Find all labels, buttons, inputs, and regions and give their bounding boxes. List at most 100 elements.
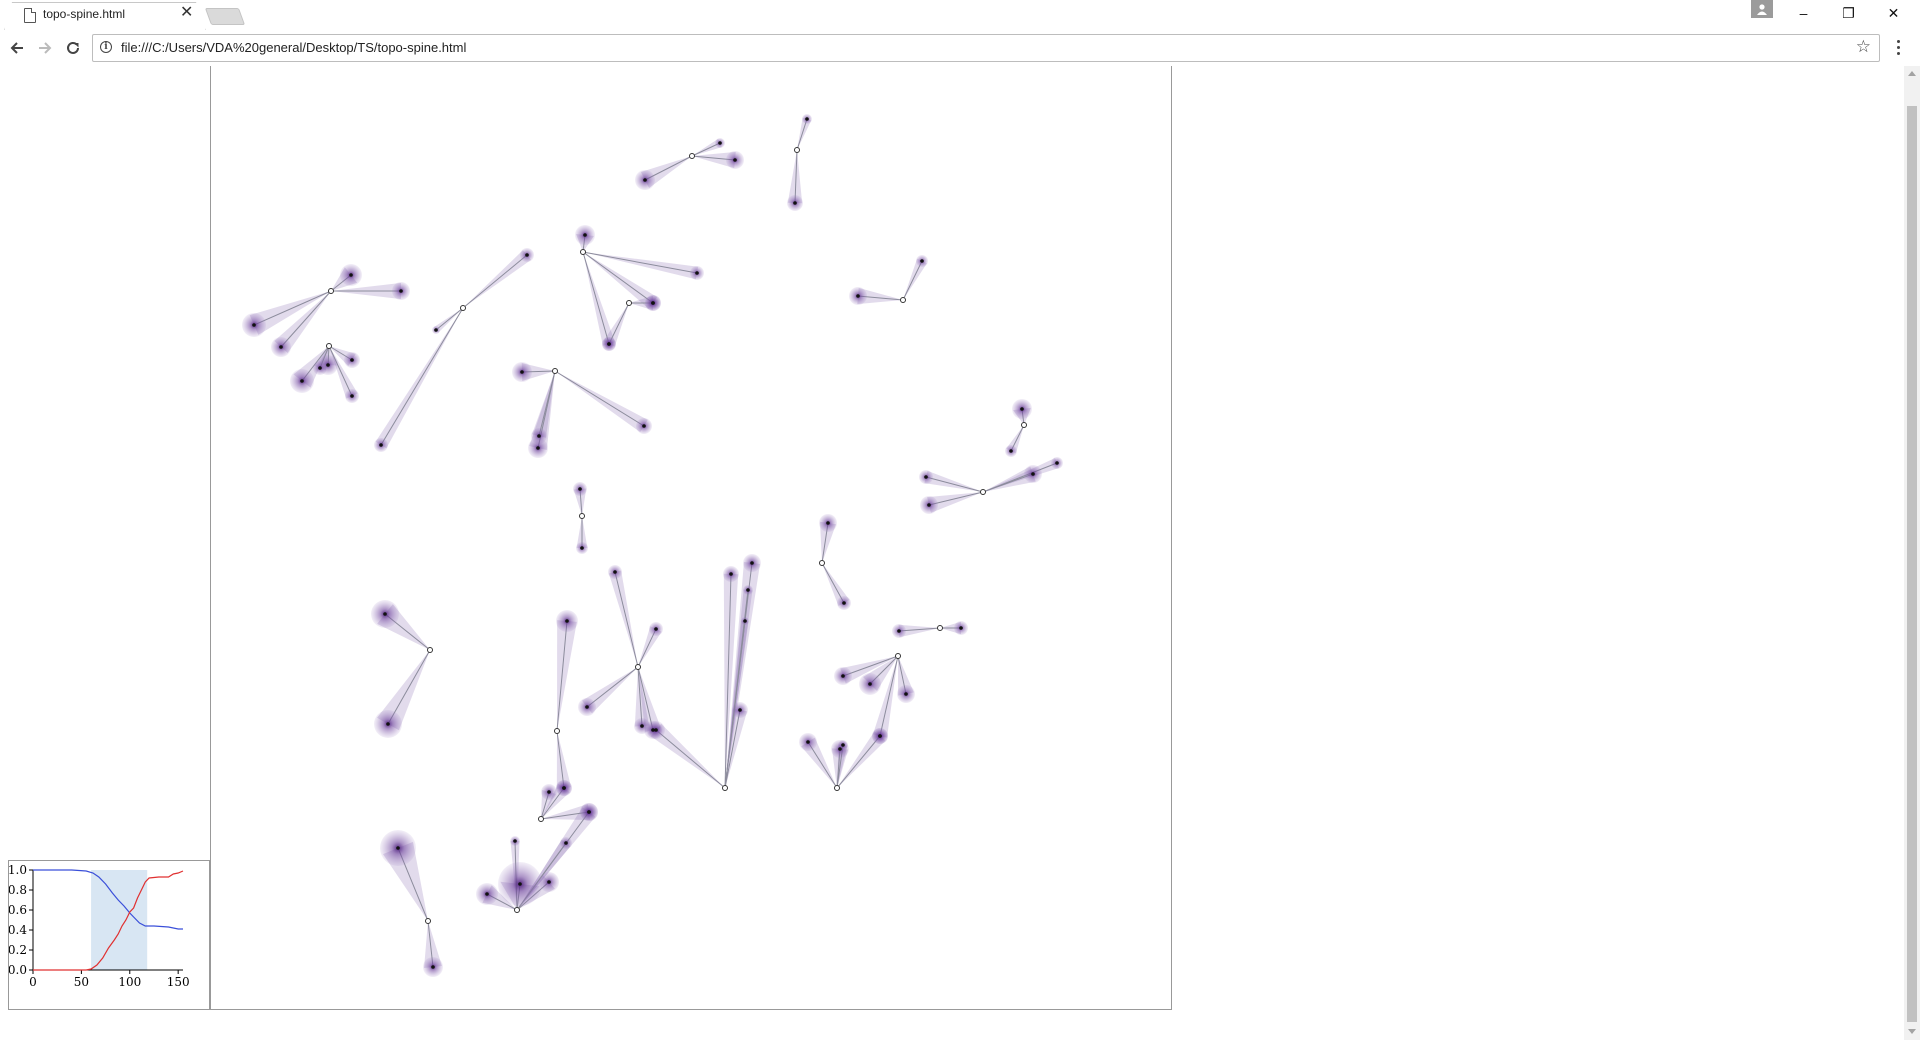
leaf-node — [379, 443, 383, 447]
edge-line — [655, 729, 726, 789]
hub-node — [980, 489, 986, 495]
edge-line — [608, 302, 630, 345]
leaf-node — [537, 434, 541, 438]
hub-node — [427, 647, 433, 653]
scroll-up-icon[interactable] — [1908, 71, 1916, 76]
y-tick-label: 1.0 — [9, 863, 27, 877]
reload-icon[interactable] — [62, 37, 84, 59]
leaf-node — [580, 546, 584, 550]
topology-graph[interactable] — [211, 66, 1173, 1010]
edge-line — [879, 655, 899, 737]
leaf-node — [300, 379, 304, 383]
edge-band — [608, 570, 638, 667]
edge-band — [725, 562, 761, 788]
leaf-node — [562, 786, 566, 790]
leaf-node — [1020, 407, 1024, 411]
edge-line — [435, 307, 464, 331]
back-arrow-icon[interactable] — [6, 37, 28, 59]
window-close-icon[interactable]: ✕ — [1887, 4, 1900, 21]
y-tick-label: 0.4 — [9, 923, 27, 937]
edge-line — [982, 462, 1058, 493]
star-icon[interactable]: ☆ — [1855, 37, 1871, 56]
hub-node — [834, 785, 840, 791]
restore-icon[interactable]: ❐ — [1842, 4, 1855, 21]
edge-line — [836, 735, 881, 789]
leaf-node — [525, 253, 529, 257]
edge-band — [983, 457, 1059, 492]
forward-arrow-icon[interactable] — [34, 37, 56, 59]
leaf-node — [750, 561, 754, 565]
edge-line — [637, 628, 657, 668]
series-red-line — [33, 870, 184, 971]
edge-line — [582, 251, 654, 304]
edge-line — [928, 491, 984, 506]
leaf-node — [564, 841, 568, 845]
scroll-down-icon[interactable] — [1908, 1029, 1916, 1034]
edge-band — [532, 371, 555, 438]
edge-band — [583, 252, 658, 309]
edge-line — [796, 118, 808, 151]
x-tick-label: 50 — [74, 975, 89, 989]
edge-band — [723, 573, 739, 788]
edge-band — [377, 650, 430, 731]
edge-line — [253, 290, 332, 326]
address-bar[interactable]: i file:///C:/Users/VDA%20general/Desktop… — [92, 34, 1880, 62]
new-tab-button[interactable] — [204, 8, 246, 25]
leaf-node — [513, 839, 517, 843]
edge-band — [573, 488, 587, 516]
leaf-node — [746, 588, 750, 592]
tab-title[interactable]: topo-spine.html — [43, 7, 126, 21]
hub-node — [895, 653, 901, 659]
leaf-node — [738, 708, 742, 712]
leaf-node — [651, 301, 655, 305]
leaf-node — [842, 601, 846, 605]
hub-node — [328, 288, 334, 294]
hub-node — [425, 918, 431, 924]
edge-line — [582, 251, 698, 274]
browser-toolbar: i file:///C:/Users/VDA%20general/Desktop… — [0, 30, 1920, 67]
minimize-icon[interactable]: – — [1799, 5, 1808, 21]
leaf-node — [904, 692, 908, 696]
leaf-node — [585, 705, 589, 709]
url-text[interactable]: file:///C:/Users/VDA%20general/Desktop/T… — [121, 40, 467, 55]
edge-band — [375, 308, 463, 449]
leaf-node — [350, 358, 354, 362]
hub-node — [460, 305, 466, 311]
leaf-node — [643, 178, 647, 182]
highlight-range[interactable] — [91, 870, 148, 970]
menu-icon[interactable] — [1895, 38, 1901, 58]
scrollbar-thumb[interactable] — [1907, 106, 1917, 1022]
y-tick-label: 0.8 — [9, 883, 27, 897]
leaf-node — [434, 328, 438, 332]
leaf-node — [924, 475, 928, 479]
y-tick-label: 0.2 — [9, 943, 27, 957]
edge-line — [614, 571, 639, 668]
leaf-node — [318, 366, 322, 370]
vertical-scrollbar[interactable] — [1904, 66, 1920, 1040]
edge-band — [541, 803, 591, 821]
leaf-node — [856, 294, 860, 298]
hub-node — [514, 907, 520, 913]
edge-line — [637, 666, 654, 731]
tab-close-icon[interactable]: ✕ — [180, 4, 194, 21]
edge-line — [794, 149, 798, 204]
hub-node — [326, 343, 332, 349]
profile-icon[interactable] — [1751, 0, 1773, 18]
leaf-node — [878, 734, 882, 738]
leaf-node — [651, 728, 655, 732]
leaf-node — [547, 880, 551, 884]
leaf-node — [587, 810, 591, 814]
edge-band — [556, 731, 572, 789]
info-icon[interactable]: i — [100, 41, 112, 53]
edge-line — [554, 370, 645, 427]
tab-active[interactable] — [5, 3, 203, 30]
edge-band — [903, 258, 927, 300]
x-tick-label: 100 — [118, 975, 141, 989]
hub-node — [900, 297, 906, 303]
leaf-node — [485, 892, 489, 896]
leaf-node — [252, 323, 256, 327]
edge-band — [583, 252, 616, 346]
hub-node — [552, 368, 558, 374]
